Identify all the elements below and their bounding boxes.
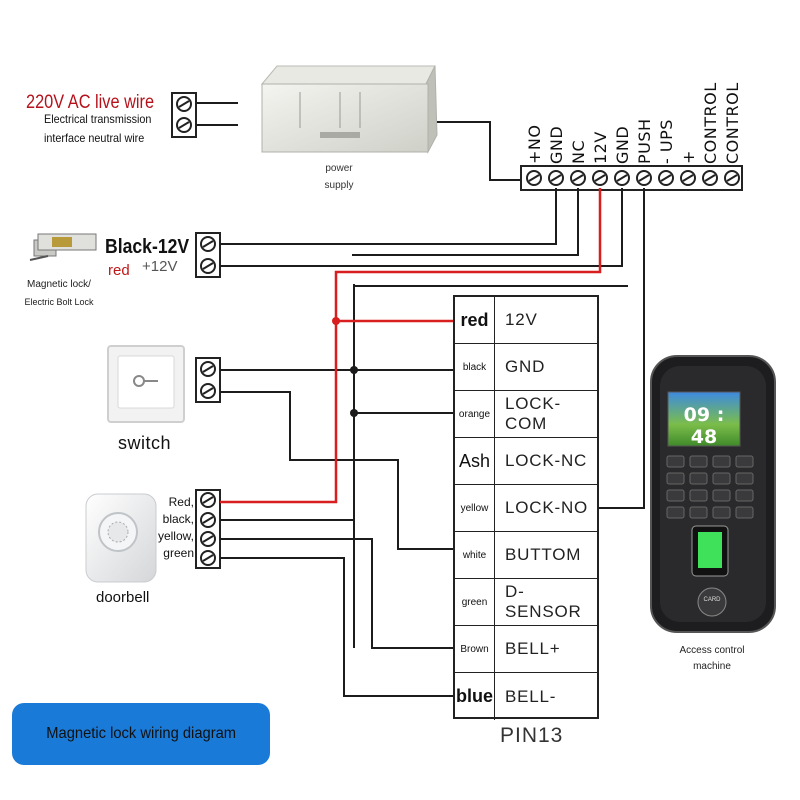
- magnetic-lock-image: [29, 233, 97, 261]
- doorbell-wire-green: green: [163, 546, 194, 560]
- machine-clock: 09 : 48: [683, 404, 725, 448]
- pin-wire-color: red: [455, 297, 495, 343]
- pin-function: BELL-: [505, 686, 557, 706]
- pin-function: GND: [505, 357, 546, 376]
- title-banner: Magnetic lock wiring diagram: [12, 703, 270, 765]
- access-control-machine-label: Access control machine: [672, 643, 752, 675]
- switch-terminal: [195, 357, 221, 403]
- terminal-label: PUSH: [635, 118, 654, 164]
- lock-black-label: Black-12V: [105, 236, 190, 258]
- pin-wire-color: Brown: [455, 626, 495, 672]
- pin-function: LOCK-COM: [505, 394, 561, 433]
- power-supply-label: power supply: [316, 160, 362, 194]
- terminal-label: - UPS: [657, 119, 676, 164]
- pin-function: BUTTOM: [505, 545, 582, 564]
- neutral-label-line2: interface neutral wire: [44, 131, 145, 145]
- machine-label-line2: machine: [693, 661, 731, 672]
- pin-row: green D-SENSOR: [455, 579, 597, 626]
- power-supply-label-line2: supply: [324, 180, 354, 191]
- doorbell-wire-red: Red,: [168, 495, 194, 509]
- pin-function: LOCK-NO: [505, 498, 589, 517]
- pin-function: LOCK-NC: [505, 451, 588, 470]
- lock-red-label: red: [108, 262, 130, 279]
- machine-card-text: CARD: [703, 597, 721, 603]
- pin-row: Ash LOCK-NC: [455, 438, 597, 485]
- pin-wire-color: Ash: [455, 438, 495, 484]
- ac-live-wire-label: 220V AC live wire: [26, 92, 155, 113]
- exit-switch-image: [107, 345, 185, 423]
- pin-row: orange LOCK-COM: [455, 391, 597, 438]
- pin-table: red 12V black GND orange LOCK-COM Ash LO…: [453, 295, 599, 720]
- neutral-label-line1: Electrical transmission: [44, 112, 152, 126]
- terminal-label: CONTROL: [701, 82, 720, 164]
- power-supply-box: [260, 65, 438, 154]
- pin-wire-color: white: [455, 532, 495, 578]
- terminal-label: GND: [547, 125, 566, 164]
- pin-wire-color: orange: [455, 391, 495, 437]
- pin-function: BELL+: [505, 639, 561, 658]
- terminal-label: CONTROL: [723, 82, 742, 164]
- machine-label-line1: Access control: [679, 645, 745, 656]
- access-control-machine-image: [650, 355, 776, 633]
- pin-row: blue BELL-: [455, 673, 597, 720]
- dark-wires: [220, 188, 645, 697]
- lock-plus12-label: +12V: [142, 258, 178, 275]
- neutral-wire-label: Electrical transmission interface neutra…: [44, 110, 151, 148]
- pin13-label: PIN13: [500, 724, 564, 747]
- terminal-label: +: [679, 150, 698, 164]
- banner-title: Magnetic lock wiring diagram: [46, 725, 236, 742]
- doorbell-wire-yellow: yellow,: [157, 529, 194, 543]
- doorbell-image: [85, 493, 157, 583]
- switch-label: switch: [118, 433, 172, 453]
- pin-wire-color: black: [455, 344, 495, 390]
- terminal-label: GND: [613, 125, 632, 164]
- pin-wire-color: green: [455, 579, 495, 625]
- doorbell-wire-labels: Red, black, yellow, green: [150, 494, 194, 562]
- red-12v-wire: [220, 188, 602, 504]
- terminal-label: +NO: [525, 124, 544, 164]
- pin-function: D-SENSOR: [505, 582, 582, 621]
- wire-junctions: [350, 366, 358, 417]
- pin-function: 12V: [505, 310, 538, 329]
- terminal-label: NC: [569, 139, 588, 164]
- pin-row: red 12V: [455, 297, 597, 344]
- red-junction: [332, 317, 340, 325]
- pin-row: white BUTTOM: [455, 532, 597, 579]
- doorbell-wire-black: black,: [162, 512, 194, 526]
- doorbell-label: doorbell: [96, 589, 150, 606]
- lock-terminal: [195, 232, 221, 278]
- terminal-label: 12V: [591, 131, 610, 164]
- pin-row: yellow LOCK-NO: [455, 485, 597, 532]
- lock-caption: Magnetic lock/ Electric Bolt Lock: [14, 274, 104, 308]
- doorbell-terminal: [195, 489, 221, 569]
- pin-wire-color: blue: [455, 673, 495, 720]
- pin-row: Brown BELL+: [455, 626, 597, 673]
- ac-input-terminal: [171, 92, 197, 138]
- power-supply-label-line1: power: [325, 163, 353, 174]
- pin-wire-color: yellow: [455, 485, 495, 531]
- pin-row: black GND: [455, 344, 597, 391]
- lock-caption-line2: Electric Bolt Lock: [24, 297, 94, 307]
- output-terminal-strip: [520, 165, 743, 191]
- lock-caption-line1: Magnetic lock/: [27, 279, 91, 290]
- ac-wires: [196, 102, 522, 181]
